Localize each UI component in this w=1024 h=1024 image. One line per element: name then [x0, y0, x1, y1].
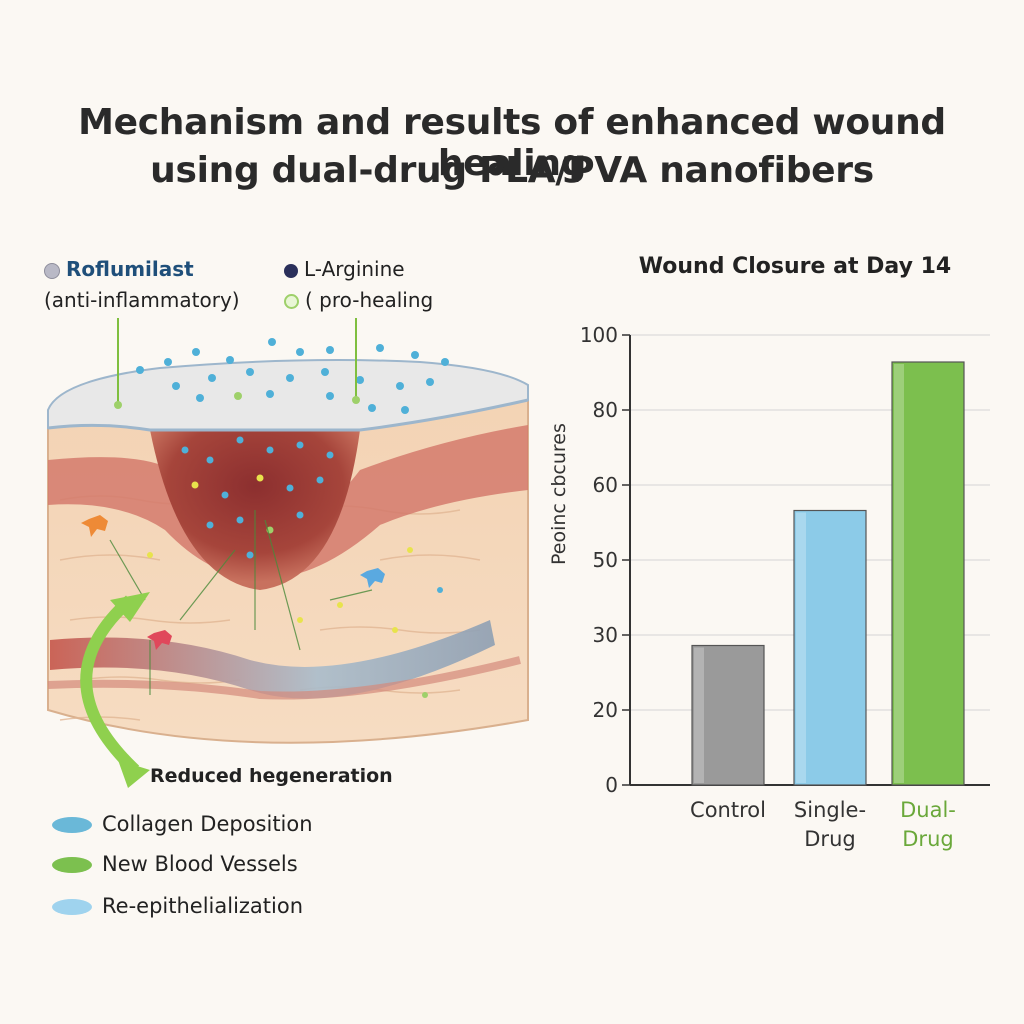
outcome-label: Re-epithelialization — [102, 894, 304, 918]
y-tick-label: 0 — [605, 773, 618, 797]
y-tick-label: 100 — [580, 323, 618, 347]
y-tick-label: 30 — [593, 623, 618, 647]
bar-highlight — [894, 364, 904, 783]
x-category-label: Drug — [804, 827, 855, 851]
outcome-legend-blood-vessels: New Blood Vessels — [50, 852, 298, 876]
roflumilast-legend: Roflumilast — [44, 257, 194, 281]
cell-signals — [81, 515, 385, 650]
y-tick-label: 80 — [593, 398, 618, 422]
epithelium-shape-icon — [52, 899, 92, 915]
skin-tissue-illustration — [47, 318, 529, 788]
roflumilast-role: (anti-inflammatory) — [44, 288, 240, 312]
x-category-label: Drug — [902, 827, 953, 851]
y-tick-label: 20 — [593, 698, 618, 722]
bar-1 — [793, 509, 867, 786]
signal-lines — [109, 510, 373, 695]
l-arginine-dot-icon — [284, 263, 298, 278]
bar-highlight — [694, 647, 704, 783]
outcome-label: Collagen Deposition — [102, 812, 313, 836]
l-arginine-legend: L-Arginine — [284, 257, 405, 281]
outcome-legend-re-epithelialization: Re-epithelialization — [50, 894, 303, 918]
outcome-legend-collagen: Collagen Deposition — [50, 812, 313, 836]
outcome-label: New Blood Vessels — [102, 852, 298, 876]
blood-vessel-shape-icon — [52, 857, 92, 873]
healing-arrow — [80, 595, 140, 775]
x-category-label: Dual- — [900, 798, 956, 822]
x-category-label: Single- — [794, 798, 866, 822]
blood-vessel — [50, 620, 495, 699]
roflumilast-label: Roflumilast — [66, 257, 194, 281]
l-arginine-label: L-Arginine — [304, 257, 405, 281]
pro-healing-dot-icon — [284, 294, 299, 309]
reduced-regeneration-label: Reduced hegeneration — [150, 765, 393, 787]
bar-highlight — [796, 512, 806, 783]
l-arginine-role-text: ( pro-healing — [305, 288, 434, 312]
drug-particles — [127, 338, 449, 698]
x-category-label: Control — [690, 798, 766, 822]
l-arginine-role: ( pro-healing — [284, 288, 433, 312]
figure-title-line-2: using dual-drug PLA/PVA nanofibers — [150, 150, 874, 191]
figure-title-line-1: Mechanism and results of enhanced wound … — [78, 102, 946, 184]
chart-title: Wound Closure at Day 14 — [638, 254, 952, 279]
dermal-band — [48, 425, 528, 579]
roflumilast-dot-icon — [44, 262, 60, 279]
collagen-shape-icon — [52, 817, 92, 833]
bar-2 — [891, 361, 965, 786]
y-tick-label: 60 — [593, 473, 618, 497]
bar-0 — [691, 644, 765, 786]
y-tick-label: 50 — [593, 548, 618, 572]
